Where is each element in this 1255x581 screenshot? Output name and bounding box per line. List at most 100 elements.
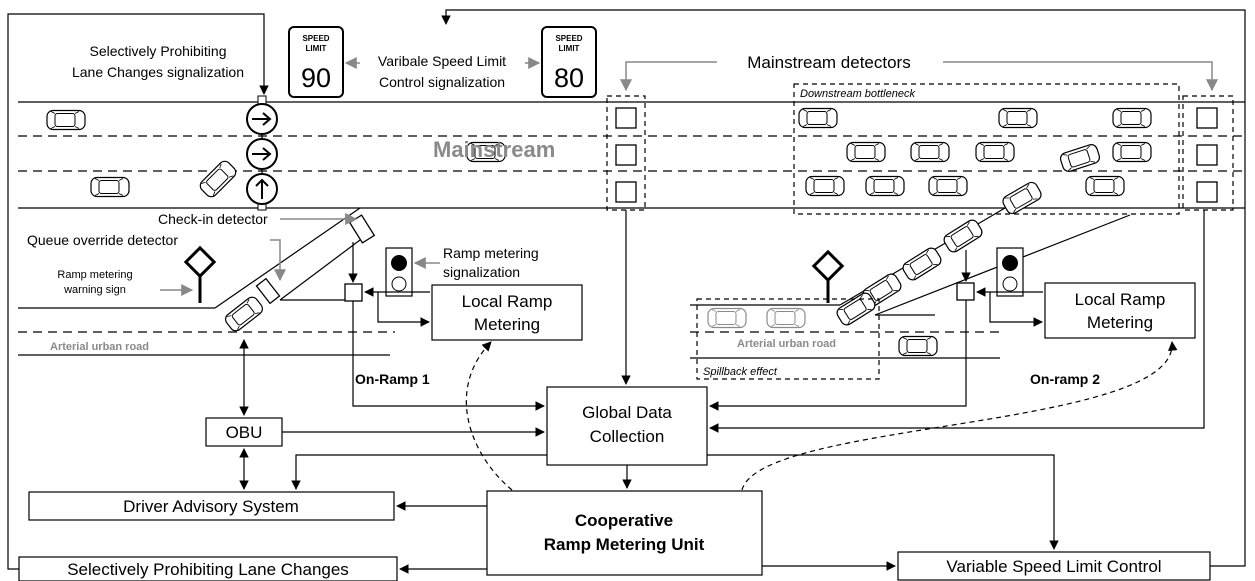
label-line: Varibale Speed Limit (378, 53, 506, 69)
box-label: Global Data (582, 403, 672, 422)
car (805, 175, 845, 197)
red-light-icon (391, 255, 407, 271)
loop-detector (615, 107, 637, 129)
car (222, 294, 266, 334)
box-label: Selectively Prohibiting Lane Changes (67, 560, 349, 579)
ramp-controller-2 (956, 282, 975, 301)
lane-arrow-icon (246, 103, 278, 135)
flow-arrows (7, 9, 1246, 574)
lane-change-signals (246, 95, 278, 211)
label-line: warning sign (63, 284, 126, 296)
ramp-controller-1 (344, 283, 363, 302)
on-ramp-1-road (18, 207, 395, 356)
arterial-road-label: Arterial urban road (737, 338, 836, 350)
lane-change-signal-label: Selectively Prohibiting Lane Changes sig… (72, 43, 244, 80)
downstream-bottleneck-region: Downstream bottleneck (793, 83, 1180, 215)
mainstream-road (18, 101, 1245, 209)
green-light-icon (1002, 276, 1018, 292)
box-label: Variable Speed Limit Control (946, 557, 1161, 576)
ramp-signal-1: Ramp metering signalization (385, 245, 539, 297)
car (941, 217, 985, 255)
car (928, 175, 968, 197)
driver-advisory-box: Driver Advisory System (28, 491, 395, 521)
no-lane-change-icon (246, 173, 278, 205)
label-line: Ramp metering (443, 245, 539, 261)
car (975, 141, 1015, 163)
ramp-warning-sign-1: Ramp metering warning sign (57, 245, 217, 303)
car (1112, 107, 1152, 129)
box-label: Ramp Metering Unit (544, 535, 705, 554)
car (1058, 142, 1102, 174)
sign-caption: LIMIT (306, 44, 327, 53)
label-line: Lane Changes signalization (72, 64, 244, 80)
sign-caption: SPEED (302, 34, 329, 43)
spillback-region: Spillback effect (696, 298, 880, 380)
label-text: Queue override detector (27, 232, 178, 248)
warning-diamond-icon (183, 245, 217, 279)
label-text: Mainstream detectors (747, 53, 910, 72)
arterial-road-label: Arterial urban road (50, 341, 149, 353)
ramp-warning-sign-2 (811, 249, 845, 303)
region-label: Spillback effect (703, 366, 778, 378)
obu-box: OBU (205, 417, 283, 447)
label-line: signalization (443, 264, 520, 280)
car (197, 158, 239, 200)
global-data-collection-box: Global Data Collection (546, 386, 708, 466)
ramp-signal-2 (996, 247, 1024, 297)
local-ramp-metering-box-1: Local Ramp Metering (431, 284, 583, 341)
sign-caption: LIMIT (559, 44, 580, 53)
loop-detector (615, 181, 637, 203)
mainstream-detectors-label: Mainstream detectors (620, 53, 1218, 92)
car (708, 309, 746, 328)
on-ramp-label: On-Ramp 1 (355, 371, 430, 387)
car-group-ramps (222, 217, 985, 357)
sign-caption: SPEED (555, 34, 582, 43)
car (865, 175, 905, 197)
sign-value: 80 (554, 63, 584, 93)
loop-detector (615, 144, 637, 166)
box-label: Local Ramp (462, 292, 553, 311)
car (1085, 175, 1125, 197)
car (910, 141, 950, 163)
checkin-detector: Check-in detector (158, 211, 376, 244)
detector-group-1 (606, 95, 646, 211)
car (1000, 179, 1044, 217)
label-text: Check-in detector (158, 211, 268, 227)
loop-detector (1196, 181, 1218, 203)
car-group-mainstream (46, 107, 1152, 217)
box-label: Collection (590, 427, 665, 446)
label-line: Ramp metering (57, 269, 132, 281)
box-label: Metering (474, 315, 540, 334)
crmu-box: Cooperative Ramp Metering Unit (486, 490, 763, 576)
box-label: Metering (1087, 313, 1153, 332)
label-line: Control signalization (379, 74, 505, 90)
mainstream-label: Mainstream (433, 137, 555, 162)
region-label: Downstream bottleneck (800, 88, 915, 100)
car (898, 335, 938, 357)
box-label: OBU (226, 423, 263, 442)
sign-value: 90 (301, 63, 331, 93)
car (46, 109, 86, 131)
car (900, 245, 944, 283)
queue-override-detector: Queue override detector (27, 232, 286, 305)
splc-box: Selectively Prohibiting Lane Changes (18, 556, 398, 581)
loop-detector (1196, 107, 1218, 129)
vsl-control-box: Variable Speed Limit Control (897, 551, 1211, 581)
car (846, 141, 886, 163)
box-label: Cooperative (575, 511, 673, 530)
box-label: Local Ramp (1075, 290, 1166, 309)
detector-group-2 (1182, 95, 1234, 211)
car (998, 107, 1038, 129)
car (767, 309, 805, 328)
on-ramp-label: On-ramp 2 (1030, 371, 1100, 387)
warning-diamond-icon (811, 249, 845, 283)
speed-limit-sign-80: SPEED LIMIT 80 (541, 26, 597, 98)
loop-detector (1196, 144, 1218, 166)
speed-limit-sign-90: SPEED LIMIT 90 (288, 26, 344, 98)
car (798, 107, 838, 129)
box-label: Driver Advisory System (123, 497, 299, 516)
car (834, 290, 878, 328)
local-ramp-metering-box-2: Local Ramp Metering (1044, 282, 1196, 339)
label-line: Selectively Prohibiting (90, 43, 227, 59)
